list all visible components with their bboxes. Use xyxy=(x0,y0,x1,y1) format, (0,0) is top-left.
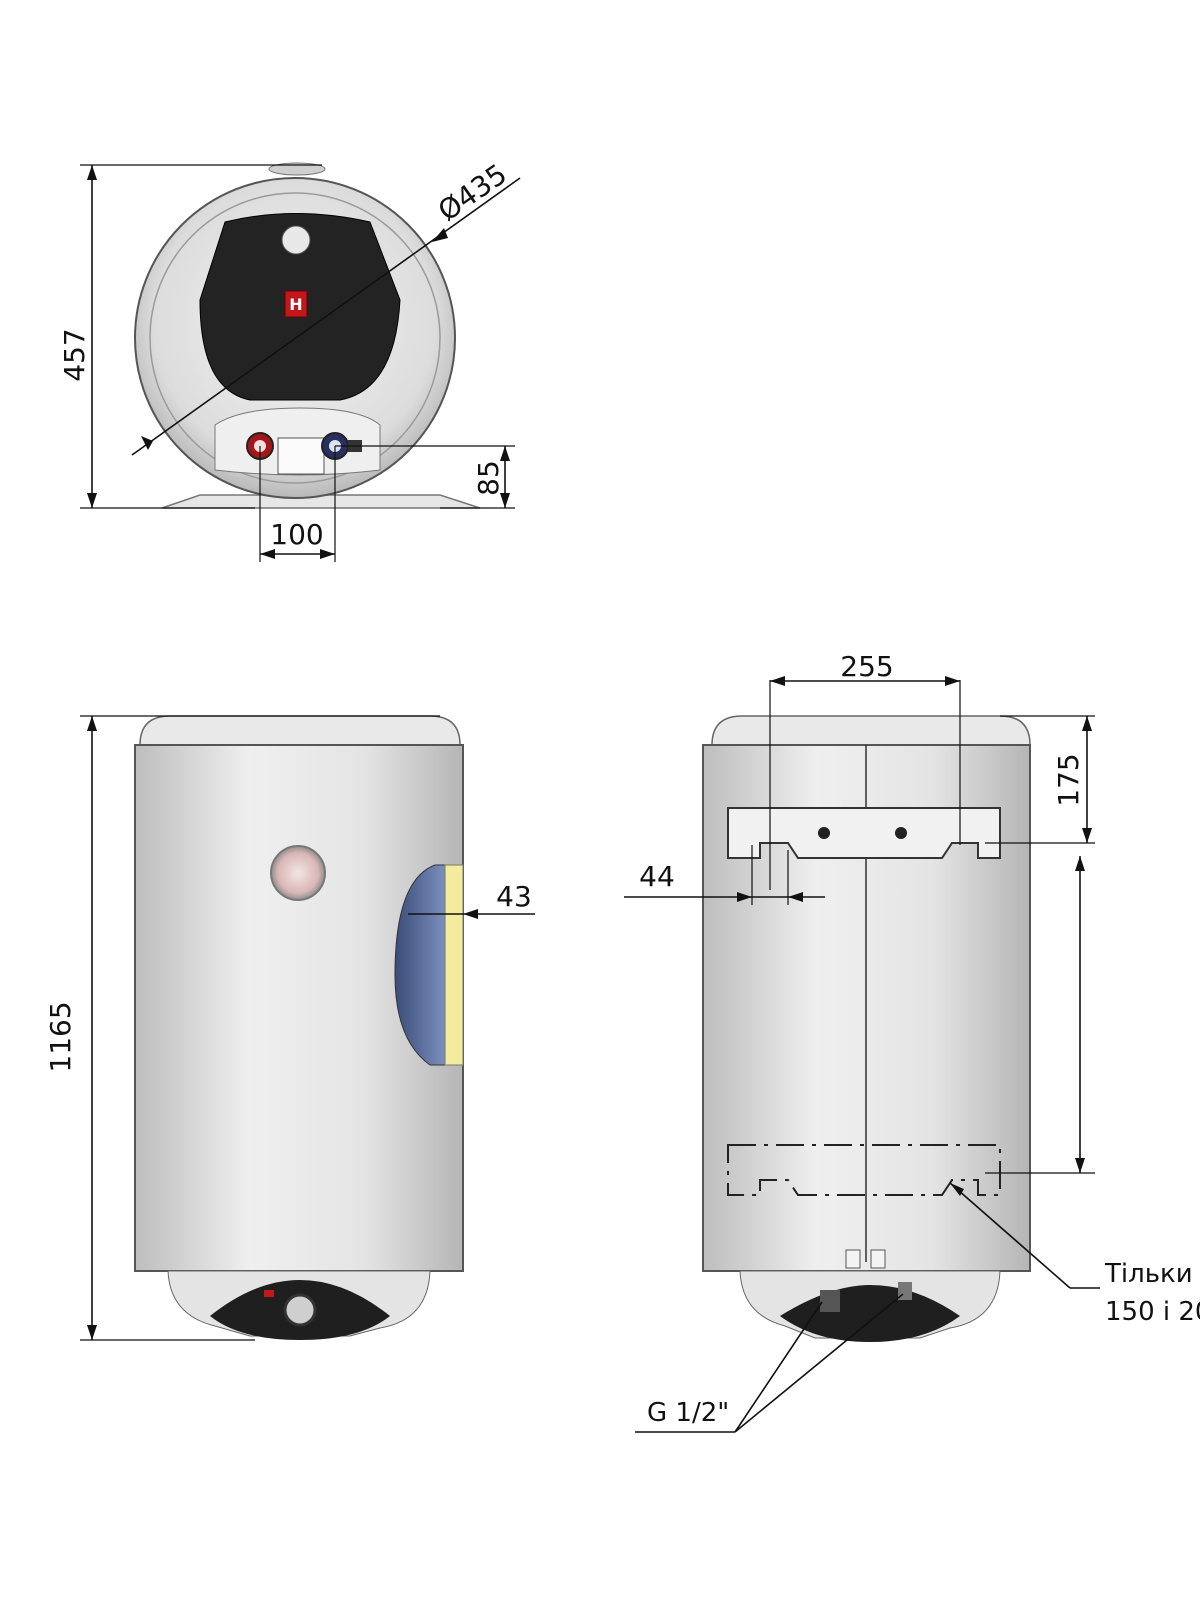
height-label: 457 xyxy=(58,328,91,381)
bracket-top-label: 175 xyxy=(1052,753,1085,806)
brand-logo-icon xyxy=(284,290,308,318)
anode-port xyxy=(281,225,311,255)
panel-offset-label: 43 xyxy=(496,880,532,913)
upper-mounting-bracket xyxy=(727,807,1001,859)
leader-arrow-icon xyxy=(950,1183,964,1196)
bracket-bolt-icon xyxy=(818,827,830,839)
tank-inner-ring xyxy=(149,192,441,484)
top-view: H Ø435 457 85 100 xyxy=(58,157,521,562)
front-top-cap xyxy=(139,715,461,746)
pipe-spacing-label: 100 xyxy=(270,518,323,551)
back-top-cap xyxy=(711,715,1031,746)
dim-arrow-icon xyxy=(1082,828,1092,843)
outlet-stub xyxy=(845,1249,861,1269)
dim-arrow-icon xyxy=(87,165,97,180)
dim-arrow-icon xyxy=(737,892,752,902)
note-leader-line xyxy=(949,1182,1071,1289)
dim-arrow-icon xyxy=(788,892,803,902)
dim-arrow-icon xyxy=(260,549,275,559)
back-view: 255 175 44 Тільки 150 і 20 G 1/2" xyxy=(624,650,1200,1433)
dim-arrow-icon xyxy=(87,716,97,731)
dim-arrow-icon xyxy=(87,493,97,508)
front-view: 1165 43 xyxy=(44,715,535,1341)
cover-plate xyxy=(277,437,325,475)
fitting-icon xyxy=(820,1290,840,1312)
dim-arrow-icon xyxy=(500,446,510,461)
diameter-arrow-icon-2 xyxy=(141,436,153,450)
dim-arrow-icon xyxy=(945,676,960,686)
base-plate xyxy=(161,494,481,509)
pipe-height-label: 85 xyxy=(472,460,505,496)
diameter-arrow-icon xyxy=(432,228,448,242)
outlet-stub-2 xyxy=(870,1249,886,1269)
indicator-light-icon xyxy=(264,1290,274,1297)
bracket-bolt-icon-2 xyxy=(895,827,907,839)
total-height-label: 1165 xyxy=(44,1001,77,1072)
dim-arrow-icon xyxy=(320,549,335,559)
dim-arrow-icon xyxy=(1075,1158,1085,1173)
dim-arrow-icon xyxy=(770,676,785,686)
thermometer-gauge-icon xyxy=(270,845,326,901)
yellow-strip xyxy=(444,864,464,1066)
hook-width-label: 44 xyxy=(639,860,675,893)
bracket-width-label: 255 xyxy=(840,650,893,683)
blue-side-panel xyxy=(394,864,446,1066)
brand-logo-letter: H xyxy=(289,295,302,314)
dim-arrow-icon xyxy=(1075,856,1085,871)
dim-arrow-icon xyxy=(1082,716,1092,731)
dim-arrow-icon xyxy=(87,1325,97,1340)
dim-arrow-icon xyxy=(500,493,510,508)
diameter-line xyxy=(131,177,521,456)
diameter-label: Ø435 xyxy=(432,157,513,227)
thread-leader-1 xyxy=(734,1301,823,1433)
note-only-line2: 150 і 20 xyxy=(1105,1297,1200,1327)
dim-arrow-icon xyxy=(463,909,478,919)
lower-mounting-bracket-optional xyxy=(727,1144,1001,1196)
thread-label: G 1/2" xyxy=(647,1398,729,1428)
note-only-line1: Тільки xyxy=(1104,1259,1193,1289)
top-cap xyxy=(268,162,326,176)
thread-leader-2 xyxy=(734,1293,904,1433)
thermostat-knob-icon xyxy=(283,1293,317,1327)
